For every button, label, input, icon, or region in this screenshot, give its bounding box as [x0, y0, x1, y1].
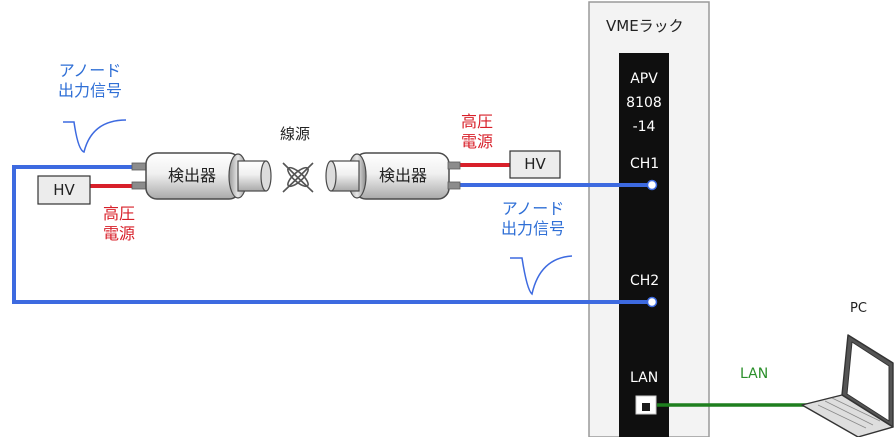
- pc-label: PC: [850, 301, 867, 316]
- anode-signal-label-left: アノード 出力信号: [44, 61, 136, 101]
- pulse-waveform-icon-right: [510, 255, 573, 296]
- signal-cable-ch2: [12, 165, 652, 304]
- hv-supply-label-right: 高圧 電源: [455, 112, 499, 152]
- ch2-label: CH2: [630, 273, 660, 289]
- anode-label-right-line2: 出力信号: [500, 219, 565, 238]
- lan-port-label: LAN: [630, 370, 659, 386]
- source-label: 線源: [280, 125, 311, 143]
- hv-box-right-label: HV: [524, 155, 546, 173]
- hv-label-left-line1: 高圧: [102, 204, 135, 223]
- detector-label-left: 検出器: [167, 166, 216, 185]
- hv-box-left-label: HV: [53, 180, 75, 199]
- anode-label-left-line1: アノード: [58, 61, 122, 80]
- anode-label-right-line1: アノード: [501, 199, 565, 218]
- apv-module-label: APV 8108 -14: [619, 67, 669, 139]
- ch1-connector: [646, 179, 658, 191]
- module-name-line-1: APV: [630, 71, 658, 87]
- detector-left: [131, 152, 272, 200]
- anode-signal-label-right: アノード 出力信号: [487, 199, 579, 239]
- hv-box-left: [37, 175, 91, 205]
- pulse-waveform-icon-left: [63, 119, 127, 153]
- detector-label-right: 検出器: [378, 166, 427, 185]
- hv-label-right-line1: 高圧: [460, 112, 493, 131]
- module-name-line-2: 8108: [626, 95, 662, 111]
- lan-port-inner: [642, 403, 650, 411]
- detector-right: [325, 152, 461, 200]
- source-cross-icon: [282, 162, 314, 193]
- ch1-label: CH1: [630, 156, 660, 172]
- lan-cable-label: LAN: [740, 366, 769, 382]
- ch2-connector: [646, 296, 658, 308]
- laptop-icon: [801, 334, 894, 437]
- vme-rack-title: VMEラック: [606, 17, 684, 35]
- hv-supply-label-left: 高圧 電源: [97, 204, 141, 244]
- hv-label-right-line2: 電源: [460, 132, 493, 151]
- hv-label-left-line2: 電源: [102, 224, 135, 243]
- module-name-line-3: -14: [632, 119, 656, 135]
- anode-label-left-line2: 出力信号: [57, 81, 122, 100]
- apv-module-body: [619, 53, 669, 437]
- hv-box-right: [509, 150, 561, 179]
